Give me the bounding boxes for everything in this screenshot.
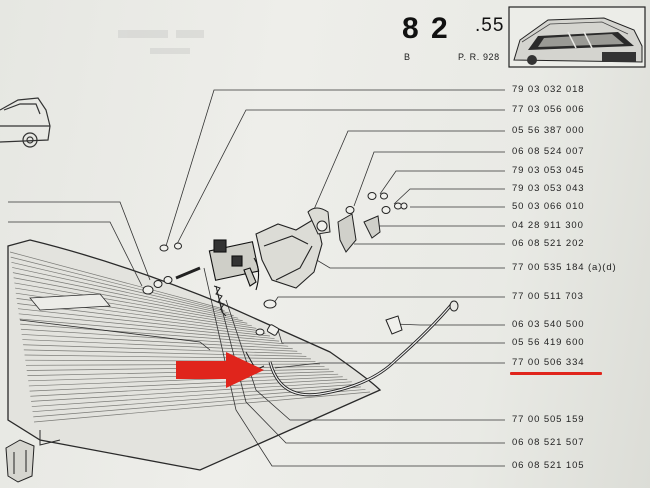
part-number: 79 03 032 018 [512,84,585,95]
part-number: 77 03 056 006 [512,104,585,115]
bonnet-rib [14,282,248,324]
bonnet-rib [20,328,289,347]
bonnet-rib [12,272,239,319]
part-number: 06 08 524 007 [512,146,585,157]
bonnet-rib [10,256,225,311]
bonnet-rib [26,366,325,371]
bonnet-rib [28,373,339,387]
bonnet-rib [9,251,221,309]
part-number: 79 03 053 045 [512,165,585,176]
bonnet-rib [31,381,352,402]
part-number: 05 56 387 000 [512,125,585,136]
part-number: 05 56 419 600 [512,337,585,348]
car-side-icon [0,97,51,148]
part-number: 06 08 521 105 [512,460,585,471]
bonnet-panel [7,239,382,471]
bonnet-rib [23,344,302,355]
section-sub: .55 [475,15,505,36]
part-number: 77 00 505 159 [512,414,585,425]
part-number: 06 08 521 202 [512,238,585,249]
car-thumbnail-icon [508,6,646,68]
bonnet-rib [32,386,361,413]
bowden-cable [245,300,459,397]
bonnet-rib [33,391,371,423]
bonnet-rib [29,376,343,392]
label-b: B [404,52,411,62]
catch-lever [337,213,357,253]
catch-hook [363,215,381,239]
bonnet-rib [13,277,243,322]
part-number: 06 08 521 507 [512,437,585,448]
bonnet-rib [22,339,298,352]
red-arrow-icon [176,352,264,388]
part-number: 79 03 053 043 [512,183,585,194]
section-number: 8 2 [402,12,450,45]
bonnet-rib [15,287,252,327]
part-number: 77 00 535 184 (a)(d) [512,262,617,273]
bonnet-rib [12,267,234,316]
part-number: 06 03 540 500 [512,319,585,330]
bonnet-rib [19,318,280,342]
part-number: 50 03 066 010 [512,201,585,212]
fasteners [142,192,408,336]
part-number: 77 00 511 703 [512,291,584,302]
page-reference: P. R. 928 [458,52,500,62]
part-number-highlighted: 77 00 506 334 [512,357,585,368]
part-number: 04 28 911 300 [512,220,584,231]
highlight-underline [510,372,602,375]
coil-spring [213,285,225,311]
bonnet-rib [18,313,275,339]
leader-lines [8,89,505,467]
bonnet-rib [25,359,316,362]
bonnet-rib [23,349,307,357]
bonnet-rib [11,261,230,314]
hinge-bracket [5,439,35,483]
bonnet-rib [31,384,357,407]
latch-body [208,239,260,291]
bonnet-rib [30,378,348,397]
lock-plate [255,217,323,289]
bonnet-rib [21,334,293,350]
bonnet-rib [24,354,311,360]
